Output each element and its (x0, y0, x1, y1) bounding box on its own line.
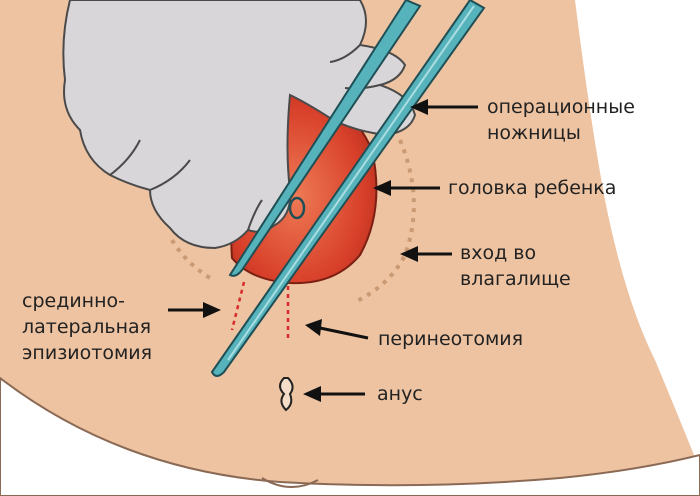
label-vaginal-entrance-line-2: влагалище (460, 266, 571, 292)
label-baby-head: головка ребенка (448, 175, 616, 201)
label-mediolateral-line-3: эпизиотомия (22, 340, 152, 366)
label-anus-text: анус (377, 381, 423, 407)
label-baby-head-text: головка ребенка (448, 175, 616, 201)
label-perineotomy-text: перинеотомия (378, 326, 523, 352)
label-scissors-line-1: операционные (487, 94, 635, 120)
label-scissors-line-2: ножницы (487, 120, 635, 146)
label-mediolateral-line-1: срединно- (22, 288, 152, 314)
label-mediolateral: срединно- латеральная эпизиотомия (22, 288, 152, 366)
label-vaginal-entrance-line-1: вход во (460, 240, 571, 266)
label-scissors: операционные ножницы (487, 94, 635, 146)
label-anus: анус (377, 381, 423, 407)
label-vaginal-entrance: вход во влагалище (460, 240, 571, 292)
label-mediolateral-line-2: латеральная (22, 314, 152, 340)
label-perineotomy: перинеотомия (378, 326, 523, 352)
